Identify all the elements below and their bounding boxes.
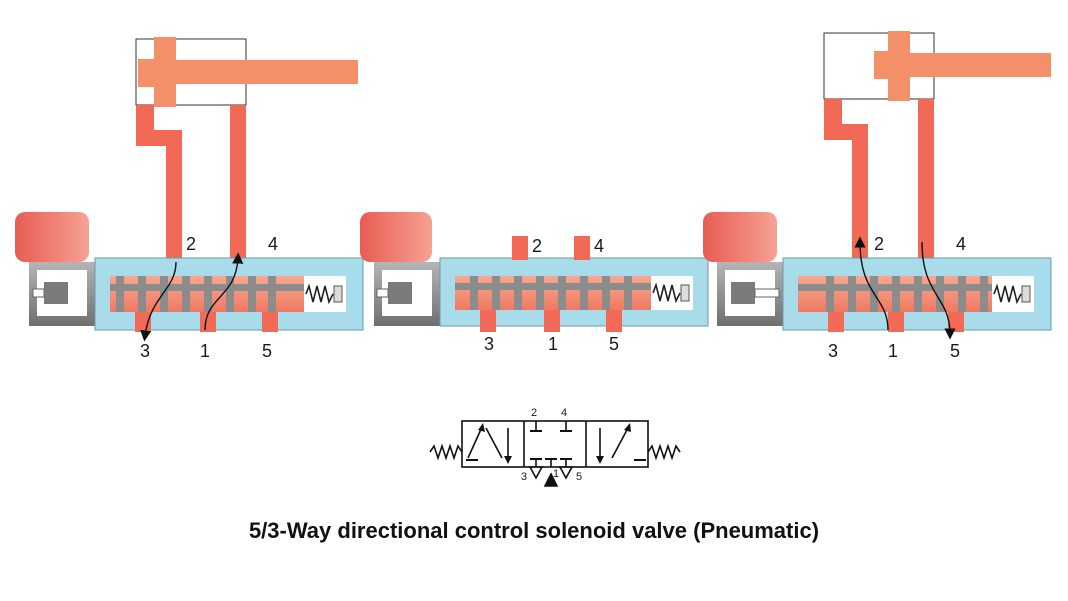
spool-lands	[798, 276, 992, 312]
valve-symbol	[429, 420, 681, 487]
symbol-spring-left	[429, 443, 463, 461]
symbol-label-5: 5	[576, 471, 582, 483]
port-label-4: 4	[594, 236, 604, 256]
piston-rod	[176, 60, 358, 84]
solenoid-coil	[360, 212, 432, 262]
pipe-port-2	[136, 105, 182, 262]
port-label-4: 4	[956, 234, 966, 254]
port-label-3: 3	[828, 341, 838, 361]
return-spring	[993, 283, 1022, 305]
port-2-stub	[512, 236, 528, 260]
symbol-arrow	[624, 423, 631, 432]
plunger-tip	[32, 288, 45, 298]
symbol-arrow	[596, 456, 604, 464]
piston-cap	[874, 51, 890, 79]
port-4-stub	[574, 236, 590, 260]
symbol-label-4: 4	[561, 407, 567, 419]
solenoid-plunger	[388, 282, 412, 304]
valve-left: 2 4 3 1 5	[15, 37, 364, 361]
port-1-stub	[888, 312, 904, 332]
port-label-3: 3	[140, 341, 150, 361]
port-label-5: 5	[609, 334, 619, 354]
piston	[888, 31, 910, 101]
port-5-stub	[606, 310, 622, 332]
port-3-stub	[480, 310, 496, 332]
plunger-tip	[754, 288, 780, 298]
piston	[154, 37, 176, 107]
spool-lands	[455, 276, 651, 310]
spool-lands	[110, 276, 304, 312]
port-1-stub	[544, 310, 560, 332]
port-label-2: 2	[532, 236, 542, 256]
port-label-3: 3	[484, 334, 494, 354]
symbol-label-1: 1	[553, 468, 559, 480]
pressure-source-1	[543, 472, 559, 487]
symbol-frame	[461, 420, 649, 468]
piston-rod	[910, 53, 1051, 77]
symbol-arrow	[504, 456, 512, 464]
solenoid-plunger	[731, 282, 755, 304]
port-label-5: 5	[950, 341, 960, 361]
port-label-2: 2	[186, 234, 196, 254]
port-label-2: 2	[874, 234, 884, 254]
pipe-port-4	[918, 99, 934, 262]
pipe-port-4	[230, 105, 246, 262]
solenoid-coil	[15, 212, 89, 262]
exhaust-5	[558, 466, 574, 480]
symbol-spring-right	[647, 443, 681, 461]
spring-seat	[680, 284, 690, 302]
port-1-stub	[200, 312, 216, 332]
symbol-label-2: 2	[531, 407, 537, 419]
port-label-4: 4	[268, 234, 278, 254]
symbol-arrow	[478, 423, 485, 432]
port-3-stub	[828, 312, 844, 332]
valve-right: 2 4 3 1 5	[703, 31, 1052, 361]
port-label-1: 1	[888, 341, 898, 361]
plunger-tip	[376, 288, 389, 298]
port-label-1: 1	[200, 341, 210, 361]
exhaust-3	[528, 466, 544, 480]
flow-arrow-4-to-5	[921, 241, 956, 340]
flow-arrow-1-to-4	[204, 252, 244, 331]
flow-arrow-1-to-2	[854, 236, 889, 331]
port-5-stub	[262, 312, 278, 332]
return-spring	[652, 282, 681, 304]
valve-center: 2 4 3 1 5	[360, 212, 709, 354]
flow-arrow-2-to-3	[140, 261, 177, 342]
return-spring	[305, 283, 334, 305]
pipe-port-2	[824, 99, 868, 262]
spring-seat	[1021, 285, 1031, 303]
diagram-caption: 5/3-Way directional control solenoid val…	[248, 518, 820, 543]
port-5-stub	[948, 312, 964, 332]
spool	[455, 276, 651, 310]
symbol-label-3: 3	[521, 471, 527, 483]
solenoid-coil	[703, 212, 777, 262]
solenoid-plunger	[44, 282, 68, 304]
piston-cap	[138, 59, 154, 87]
port-label-1: 1	[548, 334, 558, 354]
port-label-5: 5	[262, 341, 272, 361]
spring-seat	[333, 285, 343, 303]
